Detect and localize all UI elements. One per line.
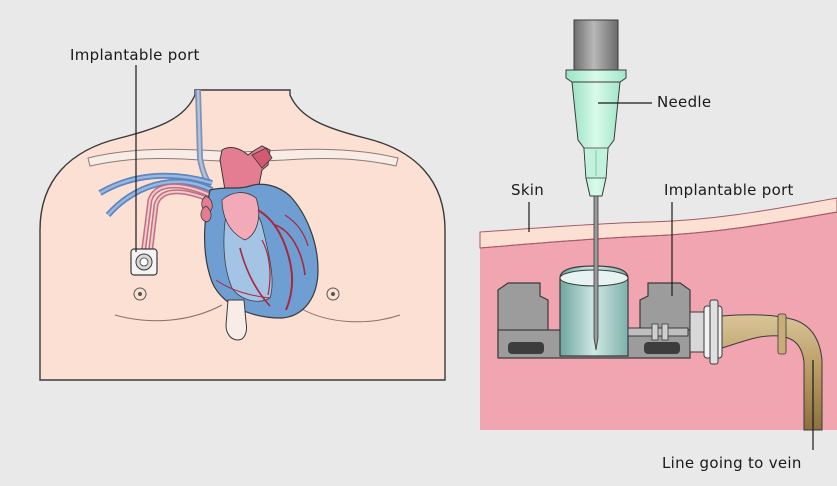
label-implantable-port-left: Implantable port	[70, 46, 200, 64]
label-needle: Needle	[657, 93, 711, 111]
cross-section	[480, 198, 837, 430]
needle-hub	[572, 82, 620, 196]
label-implantable-port-right: Implantable port	[664, 181, 794, 199]
port-left-device	[131, 249, 157, 275]
needle-barrel	[574, 20, 618, 70]
label-line-going-to-vein: Line going to vein	[662, 454, 802, 472]
label-skin: Skin	[511, 181, 544, 199]
